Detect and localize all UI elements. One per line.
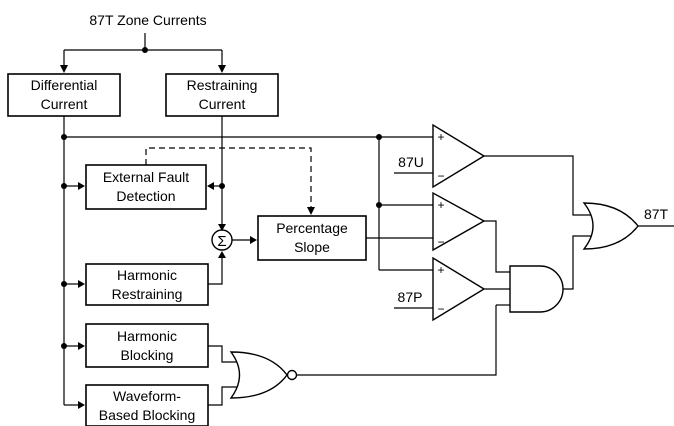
input-87u-label: 87U	[398, 154, 424, 170]
efd-to-slope-dashed	[145, 147, 312, 208]
comp1-minus: −	[437, 169, 444, 183]
hb-to-nor-line	[208, 345, 240, 363]
input-87p-label: 87P	[398, 289, 423, 305]
comparator-slope: + −	[432, 191, 486, 252]
comp3-minus: −	[437, 302, 444, 316]
external-fault-detection-line1: External Fault	[103, 169, 189, 185]
summer-to-slope-arrow	[250, 236, 257, 244]
harmonic-restraining-line1: Harmonic	[117, 267, 177, 283]
harmonic-restraining-block: Harmonic Restraining	[85, 263, 209, 306]
restraining-current-line1: Restraining	[187, 77, 258, 93]
percentage-slope-line2: Slope	[294, 239, 330, 255]
comparator-percentage: + −	[432, 256, 486, 322]
waveform-blocking-line1: Waveform-	[113, 388, 181, 404]
nor-gate	[229, 351, 298, 399]
hr-to-summer-arrow	[218, 251, 226, 258]
comp1-plus: +	[437, 130, 444, 144]
waveform-blocking-line2: Based Blocking	[99, 407, 196, 423]
or-gate	[582, 202, 639, 250]
harmonic-restraining-line2: Restraining	[112, 286, 183, 302]
nor-to-and-line	[297, 305, 497, 376]
harmonic-blocking-block: Harmonic Blocking	[85, 323, 209, 368]
percentage-slope-block: Percentage Slope	[257, 215, 367, 261]
to-restr-arrow	[218, 65, 226, 73]
comp3-plus: +	[437, 263, 444, 277]
diff-to-efd-arrow	[78, 182, 85, 190]
differential-current-line1: Differential	[31, 77, 98, 93]
summer-block: Σ	[211, 229, 233, 251]
nor-bubble	[286, 369, 298, 381]
differential-current-line2: Current	[41, 96, 88, 112]
wb-to-nor-line	[208, 386, 240, 406]
and-to-or-line	[563, 235, 592, 290]
waveform-blocking-block: Waveform- Based Blocking	[85, 384, 209, 426]
and-gate	[509, 265, 564, 313]
harmonic-blocking-line1: Harmonic	[117, 328, 177, 344]
restraining-current-block: Restraining Current	[165, 73, 279, 117]
percentage-slope-line1: Percentage	[276, 220, 348, 236]
comp2-minus: −	[437, 235, 444, 249]
harmonic-blocking-line2: Blocking	[121, 347, 174, 363]
efd-to-slope-arrow	[307, 207, 315, 215]
differential-current-block: Differential Current	[7, 73, 121, 117]
split-junction	[142, 47, 148, 53]
external-fault-detection-line2: Detection	[116, 188, 175, 204]
restr-to-summer-arrow	[218, 224, 226, 231]
comp2-plus: +	[437, 198, 444, 212]
output-87t-label: 87T	[644, 206, 669, 222]
summer-symbol: Σ	[217, 233, 226, 250]
diff-to-hr-arrow	[78, 280, 85, 288]
restraining-current-line2: Current	[199, 96, 246, 112]
diagram-title: 87T Zone Currents	[89, 12, 206, 28]
diff-to-hb-arrow	[78, 342, 85, 350]
external-fault-detection-block: External Fault Detection	[85, 164, 207, 210]
comp1-to-or-line	[484, 155, 592, 216]
to-diff-arrow	[60, 65, 68, 73]
diff-to-wb-arrow	[78, 401, 85, 409]
comparator-unrestrained: + −	[432, 123, 486, 189]
hr-to-summer-line	[208, 257, 223, 285]
restr-to-efd-arrow	[207, 182, 214, 190]
comp2-to-and-line	[484, 220, 510, 273]
